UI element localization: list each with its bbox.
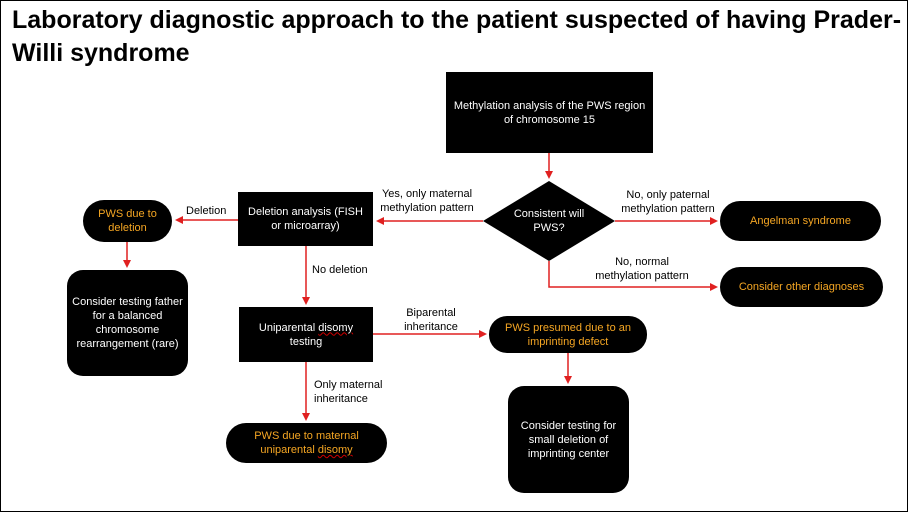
upd-testing-text: Uniparental disomy testing bbox=[258, 321, 354, 348]
other-diagnoses-box: Consider other diagnoses bbox=[720, 267, 883, 307]
angelman-text: Angelman syndrome bbox=[750, 215, 851, 227]
label-no-normal: No, normal methylation pattern bbox=[595, 256, 689, 282]
other-diagnoses-text: Consider other diagnoses bbox=[738, 281, 865, 293]
small-deletion-text: Consider testing for small deletion of i… bbox=[520, 419, 617, 460]
consider-father-text: Consider testing father for a balanced c… bbox=[72, 296, 183, 350]
angelman-box: Angelman syndrome bbox=[720, 201, 881, 241]
small-deletion-box: Consider testing for small deletion of i… bbox=[508, 386, 629, 493]
pws-deletion-text: PWS due to deletion bbox=[98, 208, 157, 234]
deletion-analysis-text: Deletion analysis (FISH or microarray) bbox=[248, 206, 363, 232]
pws-deletion-box: PWS due to deletion bbox=[83, 200, 172, 242]
label-yes-maternal: Yes, only maternal methylation pattern bbox=[380, 188, 474, 214]
label-deletion: Deletion bbox=[186, 205, 227, 217]
methylation-analysis-box: Methylation analysis of the PWS region o… bbox=[446, 72, 653, 153]
methylation-analysis-text: Methylation analysis of the PWS region o… bbox=[453, 99, 646, 126]
arrow-decision-to-other-diagnoses bbox=[548, 261, 718, 291]
maternal-upd-box: PWS due to maternal uniparental disomy bbox=[226, 423, 387, 463]
imprinting-defect-text: PWS presumed due to an imprinting defect bbox=[505, 321, 631, 348]
deletion-analysis-box: Deletion analysis (FISH or microarray) bbox=[238, 192, 373, 246]
label-no-paternal: No, only paternal methylation pattern bbox=[621, 189, 715, 215]
decision-diamond bbox=[483, 181, 615, 261]
label-no-deletion: No deletion bbox=[312, 264, 368, 276]
imprinting-defect-box: PWS presumed due to an imprinting defect bbox=[489, 316, 647, 353]
label-biparental: Biparental inheritance bbox=[404, 307, 458, 333]
decision-text: Consistent will PWS? bbox=[513, 208, 585, 234]
upd-testing-box: Uniparental disomy testing bbox=[239, 307, 373, 362]
label-only-maternal: Only maternal inheritance bbox=[314, 379, 383, 405]
consider-father-box: Consider testing father for a balanced c… bbox=[67, 270, 188, 376]
diagram-title: Laboratory diagnostic approach to the pa… bbox=[12, 6, 902, 67]
maternal-upd-text: PWS due to maternal uniparental disomy bbox=[254, 430, 359, 456]
